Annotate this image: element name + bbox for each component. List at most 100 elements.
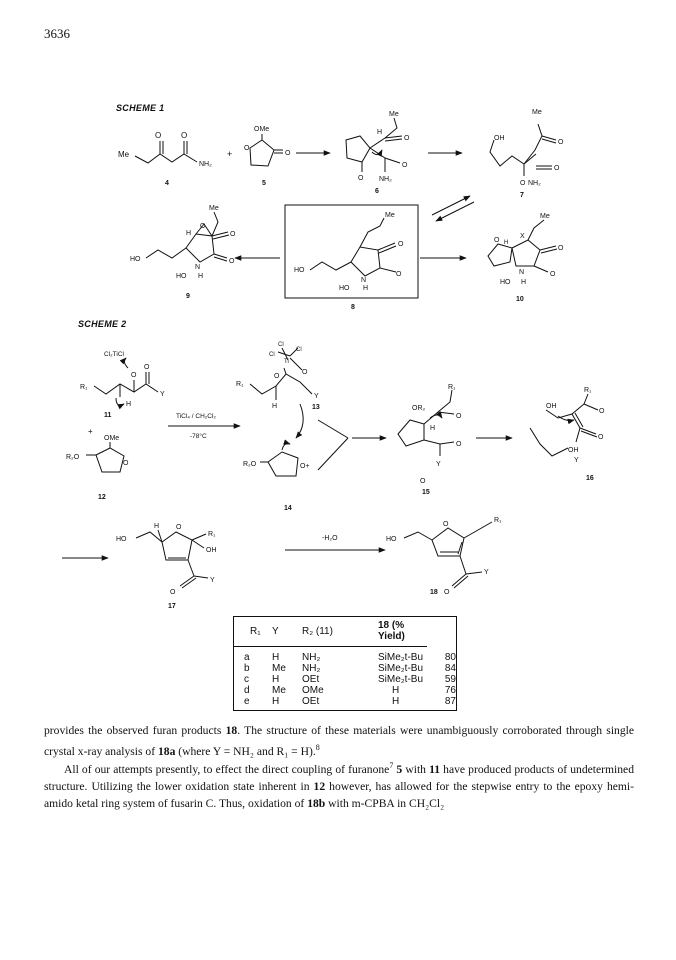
atom-label: R₁: [584, 387, 592, 394]
reaction-schemes-artwork: O O Me NH₂ 4 + OMe O O 5 Me H O O NH₂ O …: [62, 109, 605, 610]
atom-label: O: [155, 131, 161, 140]
compound-8-box: [284, 204, 419, 299]
atom-label: Y: [160, 391, 165, 398]
row-id: a: [244, 652, 250, 663]
table-row: a H NH₂ SiMe₂t-Bu 80: [234, 647, 456, 664]
convergence-line: [317, 437, 349, 471]
atom-label: HO: [339, 285, 350, 292]
atom-label: O: [285, 150, 291, 157]
atom-label: R₁: [448, 384, 456, 391]
atom-label: H: [126, 401, 131, 408]
compound-number: 6: [375, 188, 379, 195]
atom-label: Cl: [278, 342, 284, 348]
compound-4-structure: [134, 141, 198, 164]
atom-label: HO: [500, 279, 511, 286]
compound-number: 13: [312, 404, 320, 411]
compound-7-structure: [489, 123, 557, 176]
cell-r2: H: [392, 696, 400, 707]
cell-r1: Me: [272, 685, 286, 696]
atom-label: O: [230, 231, 236, 238]
compound-11-structure: [93, 357, 159, 410]
atom-label: O: [181, 131, 187, 140]
compound-number: 15: [422, 489, 430, 496]
atom-label: O: [200, 223, 206, 230]
table-row: e H OEt H 87: [234, 696, 456, 710]
atom-label: H: [198, 273, 203, 280]
atom-label: O: [123, 460, 129, 467]
yield-table: R₁ Y R₂ (11) 18 (% Yield) a H NH₂ SiMe₂t…: [233, 616, 457, 711]
atom-label: Me: [118, 150, 130, 159]
cell-r2: SiMe₂t-Bu: [378, 652, 424, 663]
row-id: c: [244, 674, 249, 685]
atom-label: O: [554, 165, 560, 172]
atom-label: O: [131, 372, 137, 379]
atom-label: O: [520, 180, 526, 187]
compound-6-structure: [345, 117, 403, 172]
compound-18-structure: [403, 521, 493, 589]
compound-number: 10: [516, 296, 524, 303]
atom-label: O: [402, 162, 408, 169]
row-id: d: [244, 685, 250, 696]
compound-10-structure: [487, 219, 558, 273]
atom-label: Cl: [269, 352, 275, 358]
atom-label: Y: [484, 569, 489, 576]
compound-number: 11: [104, 412, 112, 419]
atom-label: O: [176, 524, 182, 531]
atom-label: H: [521, 279, 526, 286]
paragraph-1: provides the observed furan products 18.…: [44, 724, 634, 759]
atom-label: HO: [294, 267, 305, 274]
cell-r1: H: [272, 652, 280, 663]
atom-label: H: [186, 230, 191, 237]
atom-label: O: [599, 408, 605, 415]
atom-label: O: [170, 589, 176, 596]
atom-label: H: [363, 285, 368, 292]
cell-y: OMe: [302, 685, 324, 696]
atom-label: R₂O: [243, 461, 257, 468]
reference-8: 8: [315, 743, 320, 753]
table-header-row: R₁ Y R₂ (11) 18 (% Yield): [234, 617, 456, 647]
reagent-label: -H₂O: [322, 535, 338, 542]
table-row: d Me OMe H 76: [234, 685, 456, 696]
atom-label: O: [420, 478, 426, 485]
equilibrium-arrow: [431, 195, 471, 216]
cell-yield: 76: [444, 685, 456, 696]
atom-label: O+: [300, 463, 310, 470]
paragraph-2: All of our attempts presently, to effect…: [44, 761, 634, 811]
cell-r1: Me: [272, 663, 286, 674]
atom-label: R₁: [80, 384, 88, 391]
atom-label: O: [358, 175, 364, 182]
atom-label: O: [274, 373, 280, 380]
atom-label: Me: [385, 212, 395, 219]
atom-label: OH: [494, 135, 505, 142]
cell-y: NH₂: [302, 663, 321, 674]
column-header-r2: R₂ (11): [302, 617, 378, 647]
page-number: 3636: [44, 26, 70, 41]
atom-label: O: [443, 521, 449, 528]
table-row: c H OEt SiMe₂t-Bu 59: [234, 674, 456, 685]
atom-label: H: [272, 403, 277, 410]
cell-r2: H: [392, 685, 400, 696]
compound-number: 16: [586, 475, 594, 482]
atom-label: Cl: [296, 347, 302, 353]
atom-label: NH₂: [199, 161, 212, 168]
atom-label: Me: [389, 111, 399, 118]
atom-label: O: [456, 413, 462, 420]
atom-label: H: [430, 425, 435, 432]
table-row: b Me NH₂ SiMe₂t-Bu 84: [234, 663, 456, 674]
atom-label: HO: [176, 273, 187, 280]
compound-number: 17: [168, 603, 176, 610]
cell-r2: SiMe₂t-Bu: [378, 663, 424, 674]
compound-5-structure: [249, 134, 283, 167]
compound-15-structure: [397, 389, 455, 456]
reference-7: 7: [389, 761, 394, 770]
atom-label: HO: [130, 256, 141, 263]
atom-label: R₁: [208, 531, 216, 538]
atom-label: N: [195, 264, 200, 271]
cell-r2: SiMe₂t-Bu: [378, 674, 424, 685]
row-id: b: [244, 663, 250, 674]
atom-label: OR₂: [412, 405, 426, 412]
atom-label: O: [558, 139, 564, 146]
atom-label: H: [154, 523, 159, 530]
atom-label: O: [404, 135, 410, 142]
cell-y: OEt: [302, 674, 320, 685]
